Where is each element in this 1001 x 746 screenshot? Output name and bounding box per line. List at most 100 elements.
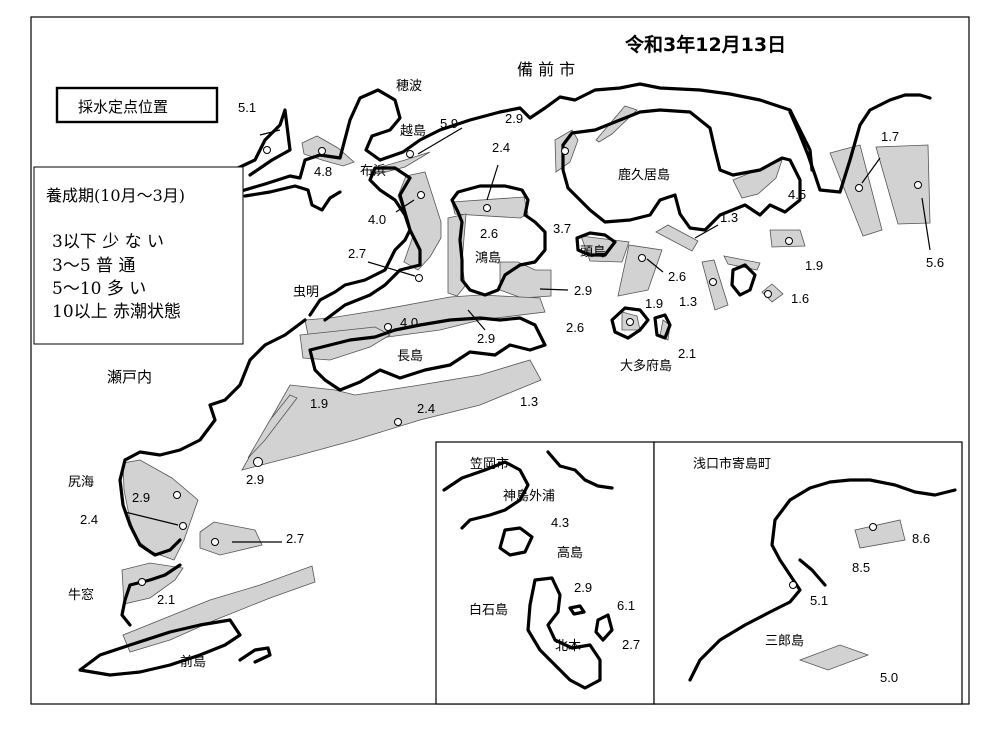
inset-kasaoka-frame	[435, 441, 655, 705]
coast-setouchi	[123, 318, 307, 462]
place-setouchi: 瀬戸内	[107, 368, 152, 386]
legend-row-2: 3～5 普 通	[52, 256, 135, 276]
coast-west-lower	[243, 184, 342, 212]
place-nunohama: 布浜	[360, 164, 386, 179]
value-label: 1.3	[720, 210, 738, 225]
legend-row-1: 3以下 少 な い	[52, 232, 164, 252]
place-takashima: 高島	[557, 545, 583, 561]
place-saburo: 三郎島	[765, 634, 804, 649]
place-fukeshima: 鹿久居島	[618, 167, 670, 183]
place-ushimado: 牛窓	[68, 587, 94, 603]
place-otafu: 大多府島	[620, 358, 672, 374]
value-label: 1.3	[679, 294, 697, 309]
legend-row-4: 10以上 赤潮状態	[52, 302, 181, 322]
value-label: 5.1	[810, 593, 828, 608]
coast-east	[788, 93, 932, 194]
value-label: 1.9	[310, 396, 328, 411]
value-label: 2.7	[286, 531, 304, 546]
place-mushiake: 虫明	[293, 285, 319, 300]
inset-asakuchi-frame	[653, 441, 963, 705]
coast-west-bay	[236, 108, 292, 177]
zone-saburo	[798, 644, 870, 671]
coastlines	[78, 82, 932, 677]
coast-island-mid-a	[730, 263, 757, 297]
inset-kasaoka-coast	[442, 450, 614, 690]
coast-kashirajima	[575, 231, 617, 257]
value-label: 2.7	[348, 246, 366, 261]
value-label: 2.1	[678, 346, 696, 361]
place-bizen: 備 前 市	[517, 60, 575, 79]
coast-setouchi-inner	[118, 458, 182, 557]
coast-nagashima	[308, 316, 547, 392]
value-label: 1.6	[791, 291, 809, 306]
place-koshijima: 越島	[400, 124, 426, 139]
coast-island-otafu-b	[653, 313, 672, 340]
place-hoha: 穂波	[396, 79, 422, 94]
value-label: 1.9	[805, 258, 823, 273]
value-label: 4.8	[314, 164, 332, 179]
place-kasaoka: 笠岡市	[470, 456, 509, 472]
coast-bizen	[236, 82, 814, 194]
place-nagashima: 長島	[397, 349, 423, 364]
zone-mid-a	[655, 224, 699, 252]
place-kitagi: 北木	[555, 639, 581, 654]
value-label: 2.6	[566, 320, 584, 335]
place-koujima: 鴻島	[475, 251, 501, 266]
value-label: 2.9	[477, 331, 495, 346]
zone-nagashima-south	[241, 359, 542, 471]
coast-ushimado	[120, 563, 182, 627]
value-label: 1.7	[881, 129, 899, 144]
value-label: 2.6	[668, 269, 686, 284]
zone-mid-e	[723, 255, 761, 271]
place-kashirajima: 頭島	[580, 245, 606, 260]
zone-shiriumi-a	[122, 459, 199, 561]
legend-row-3: 5～10 多 い	[52, 279, 146, 299]
value-label: 2.4	[417, 401, 435, 416]
zone-asakuchi-a	[854, 519, 906, 549]
legend-box	[33, 166, 244, 345]
value-label: 6.1	[617, 598, 635, 613]
value-label: 2.6	[480, 226, 498, 241]
place-shiriumi: 尻海	[68, 475, 94, 490]
coast-maejima-east	[238, 646, 272, 664]
inset-asakuchi-coast	[688, 478, 957, 682]
coast-island-otafu	[610, 306, 650, 340]
coast-maejima	[78, 618, 242, 677]
place-maejima: 前島	[180, 654, 206, 670]
zone-shiriumi-b	[199, 521, 263, 556]
value-label: 2.4	[80, 512, 98, 527]
zone-mushiake	[299, 326, 391, 361]
value-label: 8.6	[912, 531, 930, 546]
value-label: 2.9	[132, 490, 150, 505]
value-label: 5.1	[238, 100, 256, 115]
place-asakuchi: 浅口市寄島町	[693, 456, 771, 472]
place-konoshima: 神島外浦	[503, 489, 555, 504]
value-label: 1.3	[520, 394, 538, 409]
zone-mid-g	[761, 283, 784, 303]
value-label: 1.9	[645, 296, 663, 311]
zone-bizen-east	[595, 105, 638, 143]
value-label: 4.0	[400, 315, 418, 330]
coast-fukeshima	[561, 108, 802, 232]
sample-points	[138, 146, 922, 589]
value-label: 2.4	[492, 140, 510, 155]
value-label: 4.5	[788, 187, 806, 202]
value-label: 4.3	[551, 515, 569, 530]
coast-mushiake	[308, 166, 422, 322]
sample-box-title: 採水定点位置	[78, 98, 168, 116]
coast-koujima	[450, 184, 547, 297]
value-label: 2.9	[574, 580, 592, 595]
zone-setouchi-wedge	[247, 394, 298, 459]
value-label: 2.7	[622, 637, 640, 652]
value-label: 2.9	[574, 283, 592, 298]
value-label: 2.1	[157, 592, 175, 607]
arrows	[124, 127, 931, 543]
value-label: 3.7	[553, 221, 571, 236]
zone-mid-c	[617, 244, 663, 297]
value-label: 5.6	[926, 255, 944, 270]
value-label: 2.9	[246, 472, 264, 487]
zone-far-east-b	[875, 144, 931, 225]
legend-title: 養成期(10月～3月)	[46, 186, 185, 205]
value-label: 8.5	[852, 560, 870, 575]
